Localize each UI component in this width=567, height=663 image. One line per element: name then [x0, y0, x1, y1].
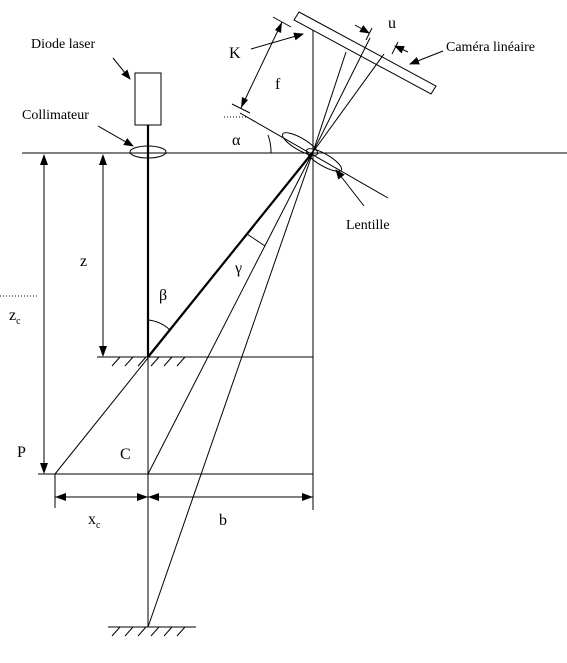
label-u: u — [388, 15, 396, 32]
diode-leader — [112, 57, 131, 80]
xc-arrow-left — [55, 493, 66, 501]
alpha-angle-arc — [267, 134, 272, 154]
label-diode-laser: Diode laser — [31, 37, 95, 52]
camera-leader — [409, 50, 444, 65]
u-tick-right — [391, 41, 399, 55]
beta-angle-arc — [147, 319, 171, 331]
label-P: P — [17, 444, 26, 461]
label-lentille: Lentille — [346, 218, 390, 233]
label-xc: xc — [88, 511, 101, 531]
ray-camera-2 — [312, 37, 371, 153]
xc-arrow-right — [137, 493, 148, 501]
focal-arrow-bottom — [241, 97, 248, 108]
focal-dimension-line — [240, 21, 283, 109]
b-arrow-left — [148, 493, 159, 501]
ground-hatch-z — [111, 356, 186, 367]
label-z: z — [80, 253, 87, 270]
label-beta: β — [159, 287, 167, 304]
focal-dimension-tick-bottom — [231, 103, 251, 114]
z-arrow-bottom — [99, 346, 107, 357]
label-K: K — [229, 45, 241, 62]
collimator — [129, 145, 167, 159]
u-arrow-left — [354, 24, 370, 34]
label-gamma: γ — [234, 260, 242, 277]
ray-to-P — [54, 151, 314, 475]
linear-camera — [293, 11, 437, 95]
K-leader — [250, 32, 304, 50]
b-arrow-right — [302, 493, 313, 501]
ray-to-C — [147, 151, 314, 475]
ground-hatch-bottom — [111, 626, 186, 637]
z-arrow-top — [99, 154, 107, 165]
zc-arrow-bottom — [40, 463, 48, 474]
u-arrow-right — [394, 45, 409, 54]
label-zc: zc — [9, 307, 21, 327]
ray-to-bottom — [147, 151, 314, 628]
label-f: f — [275, 76, 281, 93]
label-alpha: α — [232, 132, 241, 149]
zc-arrow-top — [40, 154, 48, 165]
lens-ellipse-1 — [281, 132, 319, 156]
label-camera-lineaire: Caméra linéaire — [446, 40, 535, 55]
ray-camera-3 — [312, 53, 385, 153]
laser-diode — [134, 72, 162, 126]
lens-leader — [335, 169, 365, 207]
u-tick-left — [365, 27, 373, 41]
ray-camera-1 — [312, 51, 347, 153]
gamma-angle-arc — [246, 233, 266, 247]
label-C: C — [120, 446, 131, 463]
focal-arrow-top — [275, 22, 282, 33]
label-collimateur: Collimateur — [22, 108, 89, 123]
label-b: b — [219, 512, 227, 529]
collimator-leader — [97, 125, 134, 147]
